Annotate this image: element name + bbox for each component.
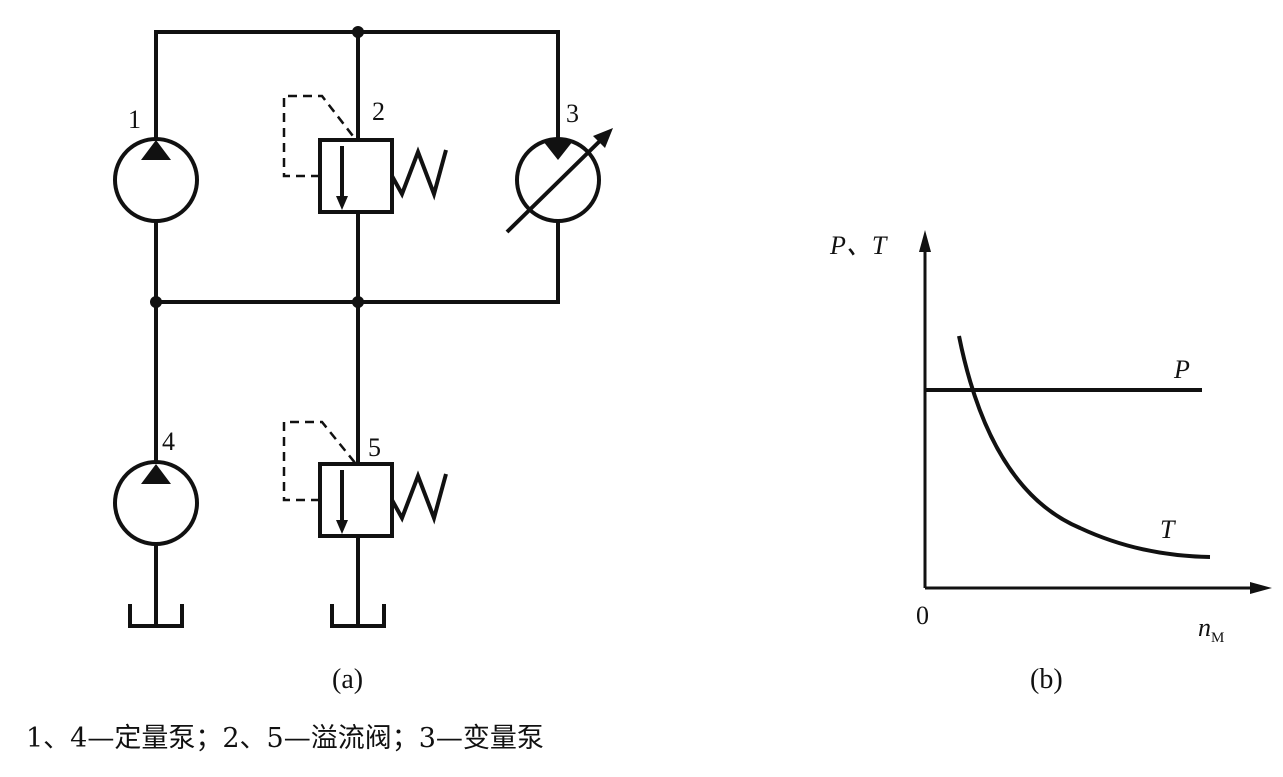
label-2: 2: [372, 97, 385, 126]
x-axis-arrow: [1250, 582, 1272, 594]
label-4: 4: [162, 427, 175, 456]
pump-3-variable-arrow-head: [593, 128, 613, 148]
pump-1-triangle: [141, 140, 171, 160]
graph-labels: P、T nM 0 P T (b): [829, 231, 1224, 695]
curve-t: [957, 335, 1211, 559]
x-axis-label: nM: [1198, 613, 1224, 646]
graph-arrows: [919, 230, 1272, 594]
pilot-lines: [282, 94, 357, 502]
valve-5-body: [318, 462, 394, 538]
label-5: 5: [368, 433, 381, 462]
caption-a: (a): [332, 664, 363, 695]
y-axis-label: P、T: [829, 231, 888, 260]
valve-2-pilot-line: [282, 94, 357, 178]
junction-bottom-left: [150, 296, 162, 308]
pump-4-triangle: [141, 464, 171, 484]
junction-top: [352, 26, 364, 38]
figure-legend: 1、4—定量泵；2、5—溢流阀；3—变量泵: [26, 723, 544, 754]
pump-1-circle: [113, 137, 199, 223]
y-axis-arrow: [919, 230, 931, 252]
tank-1: [128, 604, 184, 628]
circuit-labels: 1 2 3 4 5 (a): [128, 97, 579, 695]
pt-graph: [923, 248, 1252, 590]
tank-2: [330, 604, 386, 628]
valve-5-spring: [390, 470, 448, 525]
pump-3-circle: [515, 137, 601, 223]
circuit-solids: [141, 26, 613, 534]
curve-p-label: P: [1173, 355, 1190, 384]
valve-5-pilot-line: [282, 420, 357, 502]
x-axis-label-sub: M: [1211, 630, 1224, 646]
caption-b: (b): [1030, 664, 1063, 695]
curve-t-label: T: [1160, 515, 1176, 544]
label-1: 1: [128, 105, 141, 134]
pump-3-variable-arrow-shaft: [505, 132, 609, 234]
label-3: 3: [566, 99, 579, 128]
pump-3-triangle: [543, 141, 573, 160]
valve-5-arrow-head: [336, 520, 348, 534]
valve-2-spring: [390, 146, 448, 201]
pump-4-circle: [113, 460, 199, 546]
valve-2-body: [318, 138, 394, 214]
valve-2-arrow-head: [336, 196, 348, 210]
junction-bottom-middle: [352, 296, 364, 308]
origin-label: 0: [916, 601, 929, 630]
hydraulic-circuit: [113, 30, 609, 628]
x-axis-label-main: n: [1198, 613, 1211, 642]
